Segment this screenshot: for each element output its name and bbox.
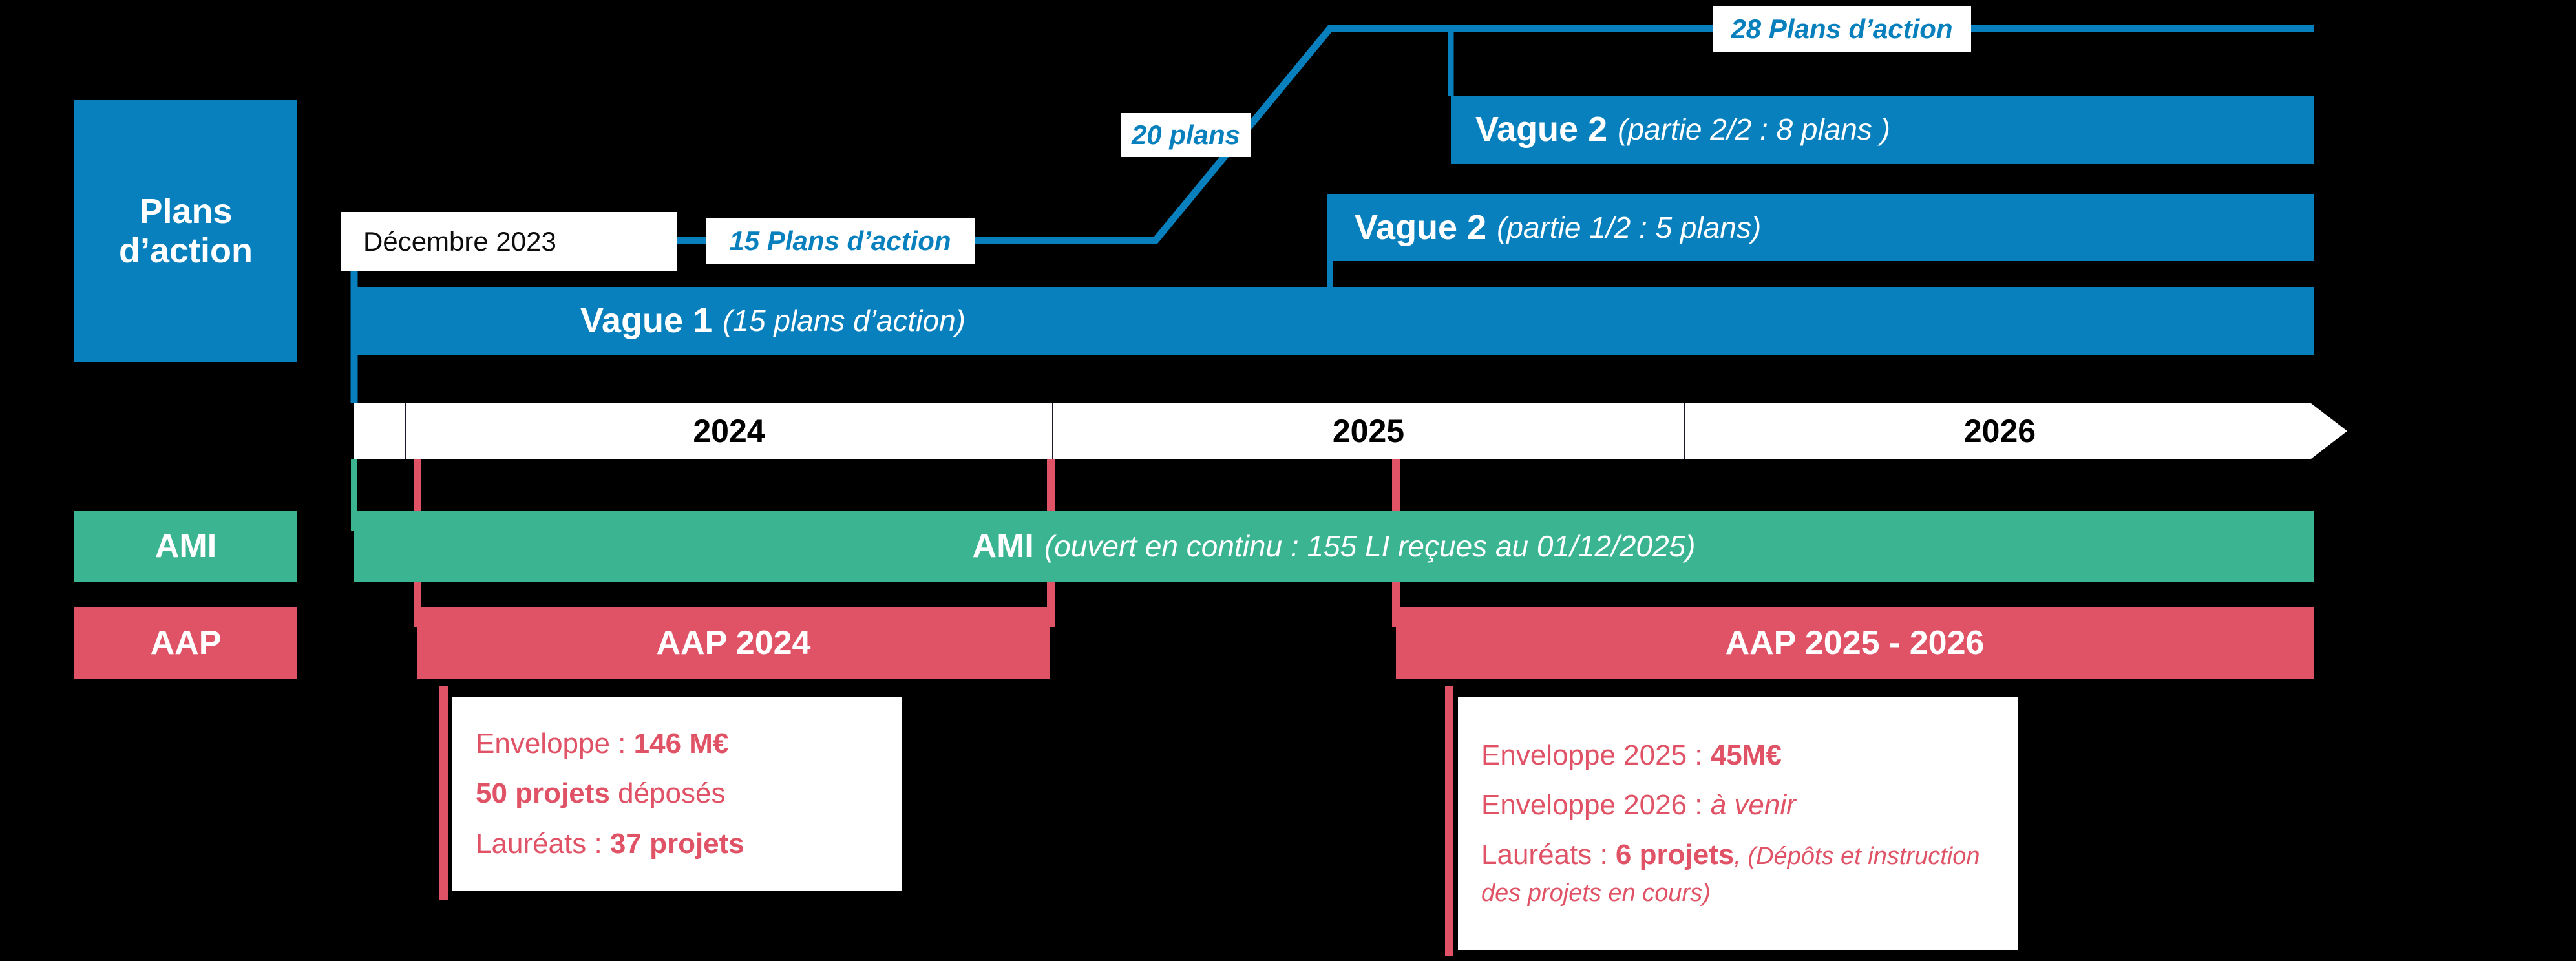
bar-ami-title: AMI [972,527,1034,565]
row-label-plans-line2: d’action [118,231,253,270]
panel-aap2024-laureats-label: Lauréats : [476,827,610,860]
panel-aap2025-env2026-value: à venir [1710,788,1796,821]
bar-vague1-title: Vague 1 [580,301,713,341]
tag-decembre-2023-label: Décembre 2023 [363,226,556,257]
axis-year-2025: 2025 [1052,403,1684,459]
axis-cell-spacer [354,403,405,459]
panel-aap2024-deposes-value: 50 projets [476,777,610,810]
axis-year-2024: 2024 [405,403,1052,459]
panel-aap-2024: Enveloppe : 146 M€ 50 projets déposés La… [452,697,902,891]
panel-aap2025-line-enveloppe-2026: Enveloppe 2026 : à venir [1481,787,1996,823]
bar-aap-2024: AAP 2024 [417,607,1050,679]
panel-aap2025-line-laureats: Lauréats : 6 projets, (Dépôts et instruc… [1481,836,1996,910]
axis-year-2026-label: 2026 [1963,413,2036,449]
axis-year-2025-label: 2025 [1332,413,1405,449]
bar-vague1-detail: (15 plans d’action) [723,304,966,338]
tag-28-plans: 28 Plans d’action [1713,6,1971,52]
tag-20-plans-label: 20 plans [1131,120,1241,150]
row-label-ami-label: AMI [154,527,217,565]
bar-vague2-partie1: Vague 2 (partie 1/2 : 5 plans) [1330,194,2314,261]
timeline-axis-arrow [2311,403,2347,459]
bar-aap-2025-2026-title: AAP 2025 - 2026 [1725,624,1985,662]
panel-aap2025-laureats-label: Lauréats : [1481,839,1616,871]
bar-vague2-partie2: Vague 2 (partie 2/2 : 8 plans ) [1451,96,2314,164]
bar-ami: AMI (ouvert en continu : 155 LI reçues a… [354,511,2314,582]
timeline-axis: 2024 2025 2026 [354,403,2311,459]
tag-20-plans: 20 plans [1121,113,1251,157]
bar-vague1: Vague 1 (15 plans d’action) [354,287,2314,355]
panel-aap2025-rule [1445,686,1453,956]
axis-year-2024-label: 2024 [693,413,765,449]
row-label-ami: AMI [74,511,297,582]
axis-year-2026: 2026 [1684,403,2315,459]
panel-aap2025-env2025-label: Enveloppe 2025 : [1481,739,1711,771]
panel-aap2025-env2025-value: 45M€ [1710,739,1782,771]
panel-aap-2025: Enveloppe 2025 : 45M€ Enveloppe 2026 : à… [1458,697,2018,950]
panel-aap2024-rule [439,686,448,900]
tag-28-plans-label: 28 Plans d’action [1731,14,1953,44]
panel-aap2024-laureats-value: 37 projets [609,827,744,860]
row-label-aap: AAP [74,607,297,679]
tag-decembre-2023: Décembre 2023 [341,212,677,271]
panel-aap2025-line-enveloppe-2025: Enveloppe 2025 : 45M€ [1481,737,1996,774]
panel-aap2024-deposes-label: déposés [609,777,726,810]
row-label-plans-line1: Plans [139,192,233,231]
tag-15-plans-label: 15 Plans d’action [729,226,951,256]
bar-aap-2024-title: AAP 2024 [656,624,811,662]
bar-vague2-partie1-detail: (partie 1/2 : 5 plans) [1497,210,1762,244]
bar-vague2-partie2-detail: (partie 2/2 : 8 plans ) [1618,112,1890,147]
panel-aap2024-line-laureats: Lauréats : 37 projets [476,825,880,862]
bar-vague2-partie1-title: Vague 2 [1355,207,1487,247]
row-label-aap-label: AAP [150,624,222,662]
bar-aap-2025-2026: AAP 2025 - 2026 [1396,607,2314,679]
panel-aap2024-line-deposes: 50 projets déposés [476,775,880,812]
tag-15-plans: 15 Plans d’action [706,218,975,264]
row-label-plans-daction: Plans d’action [74,100,297,362]
panel-aap2024-enveloppe-value: 146 M€ [633,728,729,760]
connector-ami-start [351,459,357,531]
panel-aap2024-line-enveloppe: Enveloppe : 146 M€ [476,725,880,762]
panel-aap2025-env2026-label: Enveloppe 2026 : [1481,788,1711,821]
panel-aap2024-enveloppe-label: Enveloppe : [476,728,634,760]
panel-aap2025-laureats-value: 6 projets [1615,839,1735,871]
bar-vague2-partie2-title: Vague 2 [1475,110,1608,149]
bar-ami-detail: (ouvert en continu : 155 LI reçues au 01… [1044,529,1696,563]
panel-aap2025-laureats-note: , (Dépôts et instruction des projets en … [1481,843,1980,907]
